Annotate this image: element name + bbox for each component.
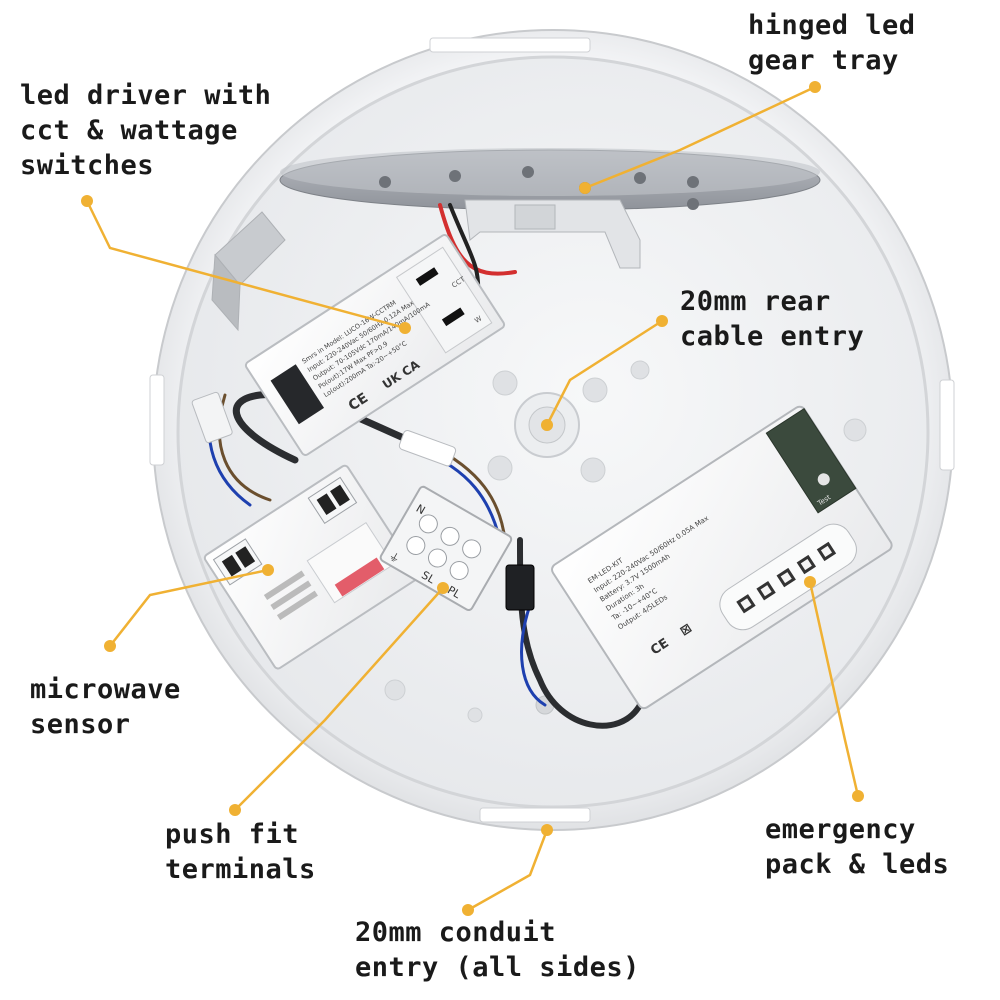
callout-dot: [81, 195, 93, 207]
callout-dot: [104, 640, 116, 652]
push-fit-terminals: N ⏚ SL PL: [379, 485, 513, 612]
leader-rear-cable: [545, 319, 663, 426]
callout-line: push fit: [165, 819, 300, 850]
callout-hinged-led-gear-tray: hinged led gear tray: [748, 8, 916, 78]
callout-dot: [541, 824, 553, 836]
callout-dot: [437, 582, 449, 594]
callout-line: 20mm conduit: [355, 917, 557, 948]
dip-switches[interactable]: [334, 557, 385, 597]
callout-line: cable entry: [680, 321, 865, 352]
leader-emergency: [808, 581, 860, 797]
callout-dot: [804, 576, 816, 588]
callout-dot: [579, 182, 591, 194]
callout-leaders: [85, 85, 860, 912]
wattage-switch[interactable]: [441, 307, 465, 327]
inline-connector: [191, 391, 535, 611]
callout-line: hinged led: [748, 10, 916, 41]
callout-dot: [462, 904, 474, 916]
callout-line: gear tray: [748, 45, 899, 76]
leader-conduit: [467, 829, 549, 912]
callout-dot: [229, 804, 241, 816]
callout-microwave-sensor: microwave sensor: [30, 672, 181, 742]
callout-line: cct & wattage: [20, 115, 238, 146]
led-gear-tray: [279, 148, 821, 269]
callout-line: led driver with: [20, 80, 272, 111]
leader-push-fit: [234, 587, 444, 811]
callout-dot: [809, 81, 821, 93]
leader-microwave: [109, 568, 269, 647]
callout-line: entry (all sides): [355, 952, 640, 983]
callout-emergency-pack: emergency pack & leds: [765, 812, 949, 882]
callout-push-fit-terminals: push fit terminals: [165, 817, 316, 887]
callout-dots: [81, 81, 864, 916]
callout-line: microwave: [30, 674, 181, 705]
callout-line: sensor: [30, 709, 131, 740]
leader-led-driver: [85, 200, 406, 330]
callout-dot: [399, 322, 411, 334]
led-driver: CCT W Smrs in Model: LUCO-16W-CCTRM Inpu…: [244, 234, 506, 456]
callout-line: switches: [20, 150, 155, 181]
callout-dot: [262, 564, 274, 576]
callout-led-driver: led driver with cct & wattage switches: [20, 78, 271, 183]
cct-switch[interactable]: [415, 267, 439, 286]
callout-dot: [852, 790, 864, 802]
callout-line: pack & leds: [765, 849, 950, 880]
callout-rear-cable-entry: 20mm rear cable entry: [680, 284, 864, 354]
callout-conduit-entry: 20mm conduit entry (all sides): [355, 915, 640, 985]
callout-dot: [656, 315, 668, 327]
mounting-bracket: [211, 211, 286, 332]
microwave-sensor: [203, 464, 419, 670]
leader-gear-tray: [584, 85, 816, 190]
callout-line: emergency: [765, 814, 916, 845]
driver-switch-label-w: W: [473, 314, 483, 325]
callout-line: terminals: [165, 854, 316, 885]
callout-line: 20mm rear: [680, 286, 831, 317]
emergency-pack: Test EM-LED-KIT Input: 220-240Vac 50/60H…: [551, 405, 893, 710]
callout-dot: [541, 419, 553, 431]
